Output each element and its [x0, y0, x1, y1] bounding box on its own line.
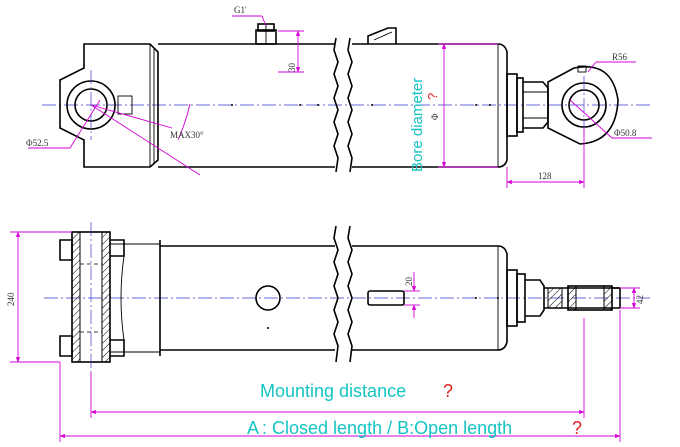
- mounting-distance-note: Mounting distance ?: [260, 381, 453, 401]
- top-view: [42, 23, 650, 173]
- height-label: 240: [6, 292, 16, 306]
- max-angle-label: MAX30°: [170, 130, 204, 140]
- rod-eye-radius-label: R56: [612, 52, 628, 62]
- base-clevis: [59, 43, 159, 168]
- bore-phi-label: Φ: [430, 113, 440, 120]
- length-note: A : Closed length / B:Open length ?: [247, 418, 582, 438]
- top-dimensions: [28, 15, 652, 188]
- side-view: [44, 222, 650, 372]
- base-eye-dia-label: Φ52.5: [26, 138, 49, 148]
- length-text: : Closed length / B:Open length: [262, 418, 512, 438]
- rod-dia-label: 42: [635, 295, 645, 304]
- break-line-1: [333, 37, 339, 173]
- rod-extension-label: 128: [538, 171, 552, 181]
- bore-diameter-label: Bore diameter: [409, 78, 426, 172]
- rod-eye: [547, 66, 619, 145]
- side-dimensions: [10, 231, 640, 442]
- slot-width-label: 20: [404, 277, 414, 287]
- port-circle: [255, 285, 281, 311]
- bore-question-mark: ?: [425, 93, 440, 100]
- barrel-side: [159, 240, 508, 356]
- lifting-lug: [367, 27, 397, 44]
- rod-eye-dia-label: Φ50.8: [614, 128, 637, 138]
- barrel-top: [158, 43, 508, 168]
- lug-slot: [367, 290, 405, 306]
- length-question-mark: ?: [572, 418, 582, 438]
- break-line-2: [347, 37, 353, 173]
- port-label: G1': [234, 5, 247, 15]
- length-a-letter: A: [247, 418, 259, 438]
- port-height-label: 30: [287, 63, 297, 73]
- mounting-distance-text: Mounting distance: [260, 381, 406, 401]
- mounting-question-mark: ?: [443, 381, 453, 401]
